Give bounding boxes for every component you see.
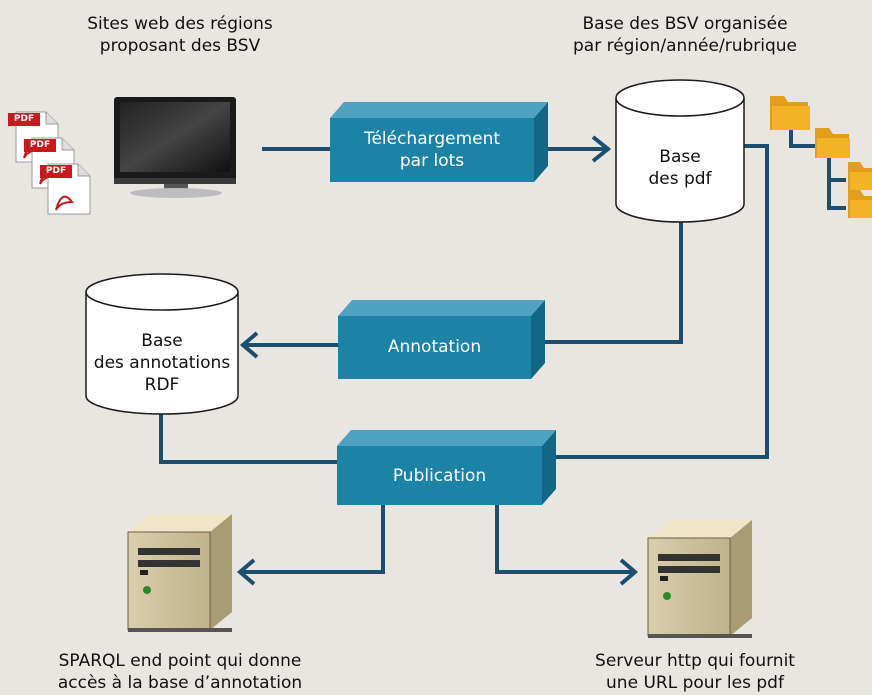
telechargement-label: Téléchargement par lots: [330, 128, 534, 172]
server-sparql-icon: [127, 514, 232, 632]
arrow-to-sparql: [240, 505, 385, 574]
base-rdf-label-line2: des annotations: [93, 353, 231, 373]
sites-web-label-line2: proposant des BSV: [99, 36, 261, 56]
arrow-to-http: [495, 505, 635, 574]
base-bsv-label-line1: Base des BSV organisée: [582, 14, 788, 34]
http-label-line1: Serveur http qui fournit: [595, 651, 795, 671]
folder-tree-lines: [789, 124, 817, 148]
pdf-badge: PDF: [29, 140, 51, 150]
base-rdf-label-line3: RDF: [144, 375, 180, 395]
telechargement-label-line1: Téléchargement: [363, 129, 501, 149]
sparql-label-line2: accès à la base d’annotation: [57, 673, 303, 693]
arrow-head-base-pdf: [591, 135, 612, 163]
base-pdf-label-line2: des pdf: [648, 169, 712, 189]
base-bsv-label-line2: par région/année/rubrique: [573, 36, 797, 56]
process-publication: [337, 430, 556, 505]
base-bsv-label: Base des BSV organisée par région/année/…: [540, 13, 830, 57]
telechargement-label-line2: par lots: [399, 151, 465, 171]
folder-icon: [770, 96, 810, 130]
folders-icon: [770, 96, 872, 218]
database-pdf-icon: [615, 79, 745, 223]
publication-label: Publication: [392, 466, 487, 486]
monitor-icon: [114, 97, 236, 198]
pdf-documents-icon: [8, 111, 91, 215]
http-label: Serveur http qui fournit une URL pour le…: [555, 650, 835, 694]
arrow-head-rdf: [239, 331, 259, 359]
arrow-head-http: [619, 558, 639, 586]
folder-icon: [848, 162, 872, 190]
process-annotation: [338, 300, 545, 379]
base-pdf-label: Base des pdf: [616, 146, 744, 190]
sites-web-label: Sites web des régions proposant des BSV: [40, 13, 320, 57]
annotation-label: Annotation: [387, 337, 482, 357]
database-rdf-icon: [85, 273, 239, 415]
sites-web-label-line1: Sites web des régions: [87, 14, 273, 34]
link-rdf-to-publication: [159, 412, 337, 464]
base-rdf-label: Base des annotations RDF: [80, 330, 244, 396]
pdf-badge: PDF: [13, 114, 35, 124]
base-pdf-label-line1: Base: [659, 147, 701, 167]
base-rdf-label-line1: Base: [141, 331, 183, 351]
arrow-head-sparql: [236, 558, 256, 586]
folder-tree-branch: [827, 158, 846, 210]
link-pdf-to-annotation: [545, 220, 683, 344]
process-telechargement: [330, 102, 548, 182]
http-label-line2: une URL pour les pdf: [606, 673, 784, 693]
folder-icon: [815, 128, 850, 158]
pdf-badge: PDF: [45, 166, 67, 176]
sparql-label: SPARQL end point qui donne accès à la ba…: [20, 650, 340, 694]
connectors: [159, 124, 846, 586]
sparql-label-line1: SPARQL end point qui donne: [58, 651, 302, 671]
server-http-icon: [647, 520, 752, 638]
link-pdf-to-publication: [556, 144, 769, 459]
folder-icon: [848, 190, 872, 218]
